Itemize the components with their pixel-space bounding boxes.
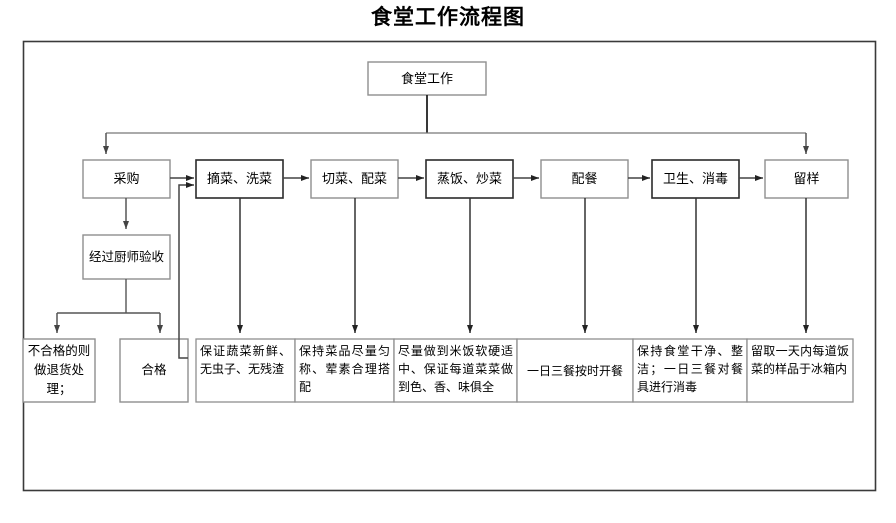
- node-box-desc-qiecai[interactable]: [294, 338, 395, 403]
- node-box-hege[interactable]: [119, 338, 189, 403]
- page-title: 食堂工作流程图: [371, 5, 525, 29]
- node-box-desc-weisheng[interactable]: [632, 338, 748, 403]
- node-box-desc-peican[interactable]: [516, 338, 634, 403]
- node-box-liuyang[interactable]: [764, 159, 849, 199]
- node-box-buhege[interactable]: [22, 338, 96, 403]
- node-box-zhengfan[interactable]: [425, 159, 514, 199]
- node-box-start[interactable]: [367, 61, 487, 96]
- connector-inspection-split: [57, 279, 160, 314]
- node-box-caigou[interactable]: [82, 159, 171, 199]
- node-box-desc-zhengfan[interactable]: [393, 338, 518, 403]
- connector-hege-feedback-to-zhaicai: [178, 182, 194, 359]
- node-box-desc-liuyang[interactable]: [746, 338, 854, 403]
- node-box-weisheng[interactable]: [651, 159, 740, 199]
- node-box-qiecai[interactable]: [310, 159, 399, 199]
- node-box-inspection[interactable]: [82, 234, 171, 280]
- node-box-peican[interactable]: [540, 159, 629, 199]
- node-box-desc-zhaicai[interactable]: [195, 338, 296, 403]
- node-box-zhaicai[interactable]: [195, 159, 284, 199]
